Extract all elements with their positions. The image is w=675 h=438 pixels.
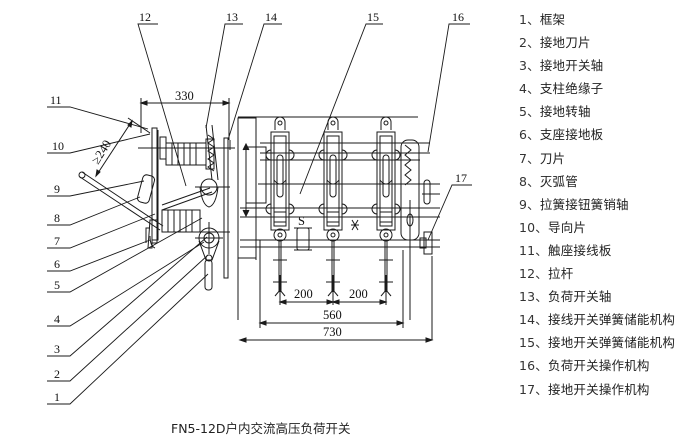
legend-item: 6、支座接地板 — [519, 123, 675, 146]
callout-5: 5 — [54, 278, 60, 292]
legend-label: 触座接线板 — [548, 242, 612, 258]
legend-item: 15、接地开关弹簧储能机构 — [519, 331, 675, 354]
legend-index: 13、 — [519, 289, 549, 305]
legend-index: 12、 — [519, 266, 549, 282]
legend-index: 10、 — [519, 219, 549, 235]
legend-item: 10、导向片 — [519, 216, 675, 239]
legend-label: 负荷开关轴 — [548, 289, 612, 305]
side-view — [78, 124, 235, 291]
pole-2 — [318, 116, 348, 297]
legend-label: 接地转轴 — [539, 104, 591, 120]
callout-13: 13 — [226, 10, 238, 24]
callout-16: 16 — [452, 10, 464, 24]
callout-14: 14 — [265, 10, 277, 24]
callout-4: 4 — [54, 312, 60, 326]
pole-3 — [371, 116, 401, 297]
legend-item: 1、框架 — [519, 8, 675, 31]
legend-label: 拉簧接钮簧销轴 — [539, 196, 629, 212]
legend-index: 4、 — [519, 81, 540, 97]
legend-label: 支座接地板 — [539, 127, 604, 143]
legend-item: 5、接地转轴 — [519, 100, 675, 123]
callout-11: 11 — [50, 93, 62, 107]
dim-330: 330 — [175, 89, 194, 103]
legend-index: 16、 — [519, 358, 549, 374]
legend-index: 8、 — [519, 173, 540, 189]
legend-index: 3、 — [519, 58, 540, 74]
legend-index: 14、 — [519, 312, 549, 328]
legend-index: 11、 — [519, 242, 549, 258]
legend-label: 接地开关轴 — [539, 58, 604, 74]
load-switch-shaft — [200, 178, 218, 196]
technical-drawing: 11 10 9 8 7 6 5 4 3 2 1 12 13 14 15 16 1… — [47, 10, 472, 405]
legend-label: 接线开关弹簧储能机构 — [548, 312, 675, 328]
lower-insulator — [147, 209, 201, 249]
legend-label: 负荷开关操作机构 — [548, 358, 650, 374]
legend-label: 框架 — [539, 12, 566, 27]
legend-label: 刀片 — [539, 150, 566, 166]
legend-index: 1、 — [519, 12, 540, 27]
callout-7: 7 — [54, 234, 60, 248]
callout-6: 6 — [54, 257, 60, 271]
arc-chute — [136, 174, 156, 204]
legend-label: 导向片 — [548, 219, 587, 235]
legend-item: 2、接地刀片 — [519, 31, 675, 54]
earthing-blade — [204, 259, 213, 291]
legend-item: 16、负荷开关操作机构 — [519, 354, 675, 377]
symbol-s: S — [298, 214, 305, 228]
legend-item: 14、接线开关弹簧储能机构 — [519, 308, 675, 331]
pole-1 — [265, 116, 295, 297]
legend-label: 接地开关操作机构 — [548, 381, 650, 397]
legend-index: 9、 — [519, 196, 540, 212]
frame-plate-right — [223, 137, 229, 279]
legend-index: 6、 — [519, 127, 540, 143]
dim-200-left: 200 — [294, 287, 313, 301]
legend-item: 4、支柱绝缘子 — [519, 77, 675, 100]
legend-label: 支柱绝缘子 — [539, 81, 604, 97]
legend-item: 9、拉簧接钮簧销轴 — [519, 193, 675, 216]
legend-index: 5、 — [519, 104, 540, 120]
callout-1: 1 — [54, 390, 60, 404]
figure-caption: FN5-12D户内交流高压负荷开关 — [171, 421, 351, 436]
callout-15: 15 — [367, 10, 379, 24]
legend-item: 17、接地开关操作机构 — [519, 378, 675, 401]
dim-730: 730 — [323, 325, 342, 339]
callout-17: 17 — [455, 171, 467, 185]
leader-lines — [47, 23, 472, 405]
dim-560: 560 — [323, 308, 342, 322]
legend-label: 拉杆 — [548, 266, 574, 282]
legend-index: 2、 — [519, 35, 540, 51]
dim-240: ≥240 — [89, 137, 114, 166]
front-view — [237, 116, 440, 340]
legend-label: 接地刀片 — [539, 35, 591, 51]
upper-insulator — [159, 136, 215, 170]
callout-labels: 11 10 9 8 7 6 5 4 3 2 1 12 13 14 15 16 1… — [50, 10, 467, 404]
poles — [265, 116, 401, 297]
callout-8: 8 — [54, 211, 60, 225]
legend-item: 13、负荷开关轴 — [519, 285, 675, 308]
legend-item: 3、接地开关轴 — [519, 54, 675, 77]
legend-label: 灭弧管 — [539, 173, 578, 189]
frame-plate-left — [151, 127, 158, 244]
callout-10: 10 — [52, 139, 64, 153]
legend-label: 接地开关弹簧储能机构 — [548, 335, 675, 351]
legend-index: 17、 — [519, 381, 549, 397]
callout-9: 9 — [54, 182, 60, 196]
callout-3: 3 — [54, 342, 60, 356]
legend-item: 12、拉杆 — [519, 262, 675, 285]
legend-item: 8、灭弧管 — [519, 170, 675, 193]
pull-rod — [161, 187, 211, 206]
dim-200-right: 200 — [349, 287, 368, 301]
callout-12: 12 — [139, 10, 151, 24]
dimension-lines — [95, 98, 434, 343]
knife-blade — [79, 171, 164, 231]
operating-mechanism-17 — [423, 231, 433, 255]
legend-index: 7、 — [519, 150, 540, 166]
legend-item: 11、触座接线板 — [519, 239, 675, 262]
front-frame-left — [237, 117, 257, 259]
legend-index: 15、 — [519, 335, 549, 351]
legend-item: 7、刀片 — [519, 147, 675, 170]
callout-2: 2 — [54, 367, 60, 381]
